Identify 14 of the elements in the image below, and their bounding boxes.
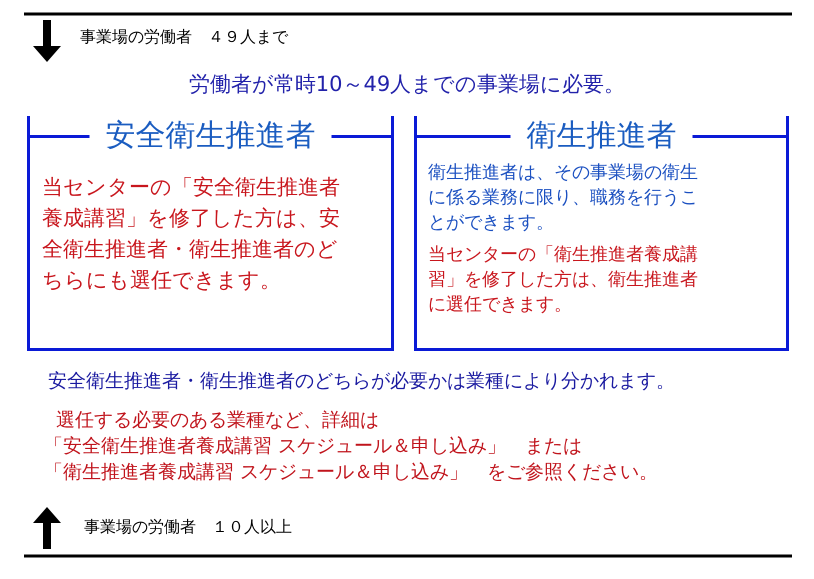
- box-heading: 安全衛生推進者: [106, 117, 316, 155]
- note-text: 「衛生推進者養成講習 スケジュール＆申し込み」 をご参照ください。: [44, 460, 658, 485]
- body-text: 衛生推進者は、その事業場の衛生に係る業務に限り、職務を行うことができます。: [428, 161, 699, 235]
- note-text: 選任する必要のある業種など、詳細は: [56, 408, 379, 433]
- note-text: 事業場の労働者 １０人以上: [84, 517, 292, 538]
- note-text: 労働者が常時10～49人までの事業場に必要。: [188, 71, 626, 98]
- note-text: 事業場の労働者 ４９人まで: [80, 27, 288, 48]
- note-text: 「安全衛生推進者養成講習 スケジュール＆申し込み」 または: [44, 434, 582, 459]
- body-text: 当センターの「衛生推進者養成講習」を修了した方は、衛生推進者に選任できます。: [428, 243, 699, 317]
- note-text: 安全衛生推進者・衛生推進者のどちらが必要かは業種により分かれます。: [48, 369, 675, 394]
- info-box: [27, 116, 394, 351]
- box-heading: 衛生推進者: [526, 117, 676, 155]
- info-box: [414, 116, 789, 351]
- body-text: 当センターの「安全衛生推進者養成講習」を修了した方は、安全衛生推進者・衛生推進者のどちらにも選任できます。: [42, 174, 341, 294]
